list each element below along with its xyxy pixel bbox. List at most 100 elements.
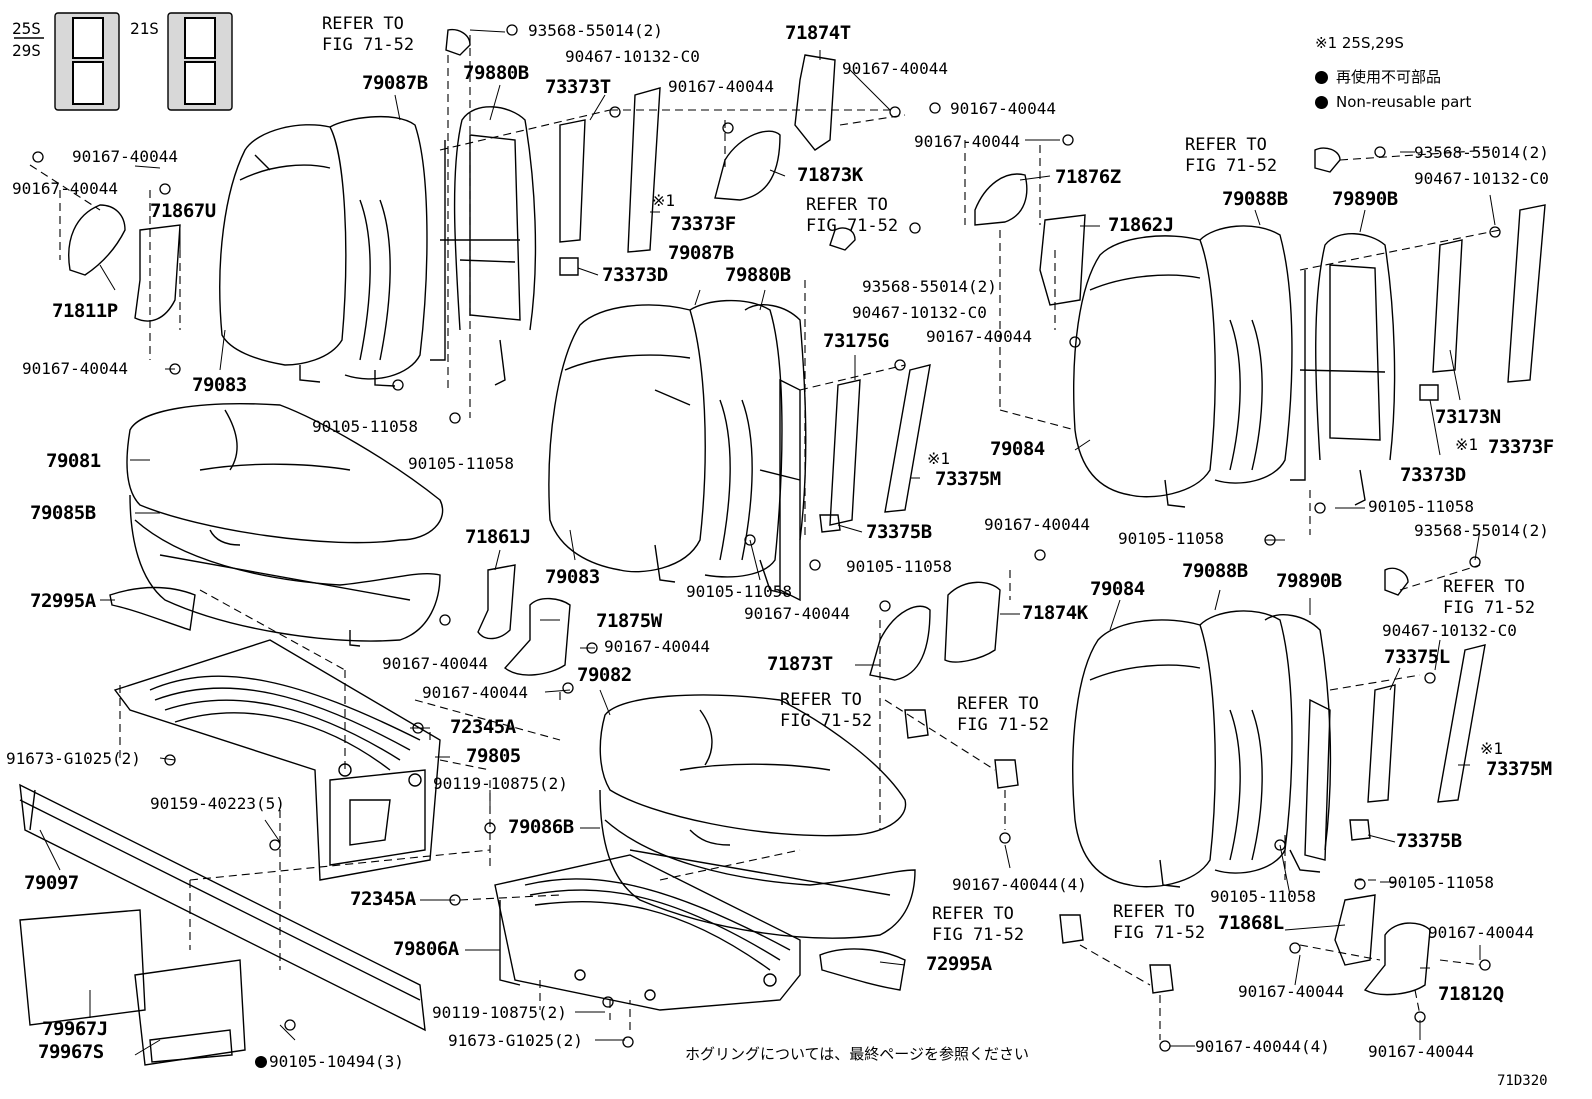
part-79890B-b: 79890B: [1276, 570, 1342, 592]
non-reusable-dot-icon: [255, 1056, 267, 1068]
part-90105-i: 90105-11058: [1388, 873, 1494, 892]
clip-73375B-right: [1350, 820, 1370, 840]
fig-ref-text: FIG 71-52: [932, 925, 1025, 945]
part-79087B: 79087B: [362, 72, 428, 94]
refer-to-text: REFER TO: [957, 694, 1039, 714]
part-90167-q: 90167-40044: [1368, 1042, 1474, 1061]
part-90105-c: 90105-11058: [846, 557, 952, 576]
legend-jp: 再使用不可部品: [1336, 68, 1442, 86]
fig-ref-text: FIG 71-52: [1113, 923, 1206, 943]
part-71812Q: 71812Q: [1438, 983, 1504, 1005]
part-90105-e: 90105-10494(3): [269, 1052, 404, 1071]
bracket-fig-71-52-g: [1315, 148, 1340, 172]
part-71811P: 71811P: [52, 300, 118, 322]
part-90167-g: 90167-40044: [926, 327, 1032, 346]
bracket-fig-71-52-a: [905, 710, 928, 738]
part-91673-b: 91673-G1025(2): [448, 1031, 583, 1050]
variant-icon-right: [168, 13, 232, 110]
part-90167-j: 90167-40044: [382, 654, 488, 673]
part-71873T: 71873T: [767, 653, 833, 675]
part-90105-e-row: 90105-10494(3): [255, 1053, 404, 1071]
part-90167-n: 90167-40044(4): [1195, 1037, 1330, 1056]
trim-71873T: [870, 606, 930, 680]
part-93568-d: 93568-55014(2): [1414, 521, 1549, 540]
mark-note-1a: ※1: [652, 191, 676, 210]
clip-73375B: [820, 515, 840, 532]
mark-note-1c: ※1: [1455, 435, 1479, 454]
part-79967S: 79967S: [38, 1041, 104, 1063]
refer-to-text: REFER TO: [806, 195, 888, 215]
fig-ref-text: FIG 71-52: [1185, 156, 1278, 176]
trim-73373F: [628, 88, 660, 252]
trim-71867U: [135, 225, 180, 321]
seatback-79084-lower: [1073, 611, 1292, 887]
fig-ref-text: FIG 71-52: [806, 216, 899, 236]
illustration-code: 71D320: [1497, 1073, 1548, 1089]
trim-73175G: [830, 380, 860, 525]
part-79086B: 79086B: [508, 816, 574, 838]
part-79880B: 79880B: [463, 62, 529, 84]
trim-71876Z: [975, 174, 1027, 225]
part-79081: 79081: [46, 450, 101, 472]
part-72995A-a: 72995A: [30, 590, 96, 612]
part-72345A-b: 72345A: [350, 888, 416, 910]
trim-71874T: [795, 55, 835, 150]
part-90467-b: 90467-10132-C0: [852, 303, 987, 322]
part-90105-f: 90105-11058: [1368, 497, 1474, 516]
trim-71875W: [505, 599, 570, 675]
part-93568-a: 93568-55014(2): [528, 21, 663, 40]
part-71876Z: 71876Z: [1055, 166, 1121, 188]
label-leaders: [40, 30, 1495, 1055]
trim-71812Q: [1365, 923, 1430, 995]
part-73173N: 73173N: [1435, 406, 1501, 428]
part-90167-o: 90167-40044: [1428, 923, 1534, 942]
part-90167-h: 90167-40044: [22, 359, 128, 378]
part-90119-b: 90119-10875(2): [432, 1003, 567, 1022]
refer-to-text: REFER TO: [1185, 135, 1267, 155]
part-79085B: 79085B: [30, 502, 96, 524]
part-71875W: 71875W: [596, 610, 662, 632]
part-79880B-b: 79880B: [725, 264, 791, 286]
part-71874K: 71874K: [1022, 602, 1088, 624]
part-90119-a: 90119-10875(2): [433, 774, 568, 793]
part-90167-f: 90167-40044: [12, 179, 118, 198]
part-90105-a: 90105-11058: [312, 417, 418, 436]
part-71861J: 71861J: [465, 526, 531, 548]
part-93568-b: 93568-55014(2): [862, 277, 997, 296]
part-90167-e: 90167-40044: [72, 147, 178, 166]
part-90167-d: 90167-40044: [914, 132, 1020, 151]
legend-en: Non-reusable part: [1336, 93, 1472, 111]
fig-ref-text: FIG 71-52: [322, 35, 415, 55]
part-79088B-a: 79088B: [1222, 188, 1288, 210]
part-90467-c: 90467-10132-C0: [1414, 169, 1549, 188]
frame-79805: [115, 640, 440, 880]
part-71862J: 71862J: [1108, 214, 1174, 236]
part-79084-b: 79084: [1090, 578, 1145, 600]
seatback-79083-center: [549, 301, 782, 582]
cushion-79082: [600, 695, 905, 836]
part-73373D-b: 73373D: [1400, 464, 1466, 486]
trim-73375M-right: [1438, 645, 1485, 802]
clip-73373D: [560, 258, 578, 275]
part-90167-i: 90167-40044: [604, 637, 710, 656]
part-73373D-a: 73373D: [602, 264, 668, 286]
part-90467-d: 90467-10132-C0: [1382, 621, 1517, 640]
trim-71868L: [1335, 895, 1375, 965]
part-93568-c: 93568-55014(2): [1414, 143, 1549, 162]
part-90167-m: 90167-40044(4): [952, 875, 1087, 894]
variant-icon-left: [55, 13, 119, 110]
refer-to-text: REFER TO: [932, 904, 1014, 924]
legend-en-row: Non-reusable part: [1315, 93, 1471, 111]
trim-71873K: [715, 131, 780, 200]
bracket-fig-71-52-f: [446, 30, 470, 55]
part-79087B-b: 79087B: [668, 242, 734, 264]
variant-label-29s: 29S: [12, 41, 41, 60]
mark-note-1d: ※1: [1480, 739, 1504, 758]
